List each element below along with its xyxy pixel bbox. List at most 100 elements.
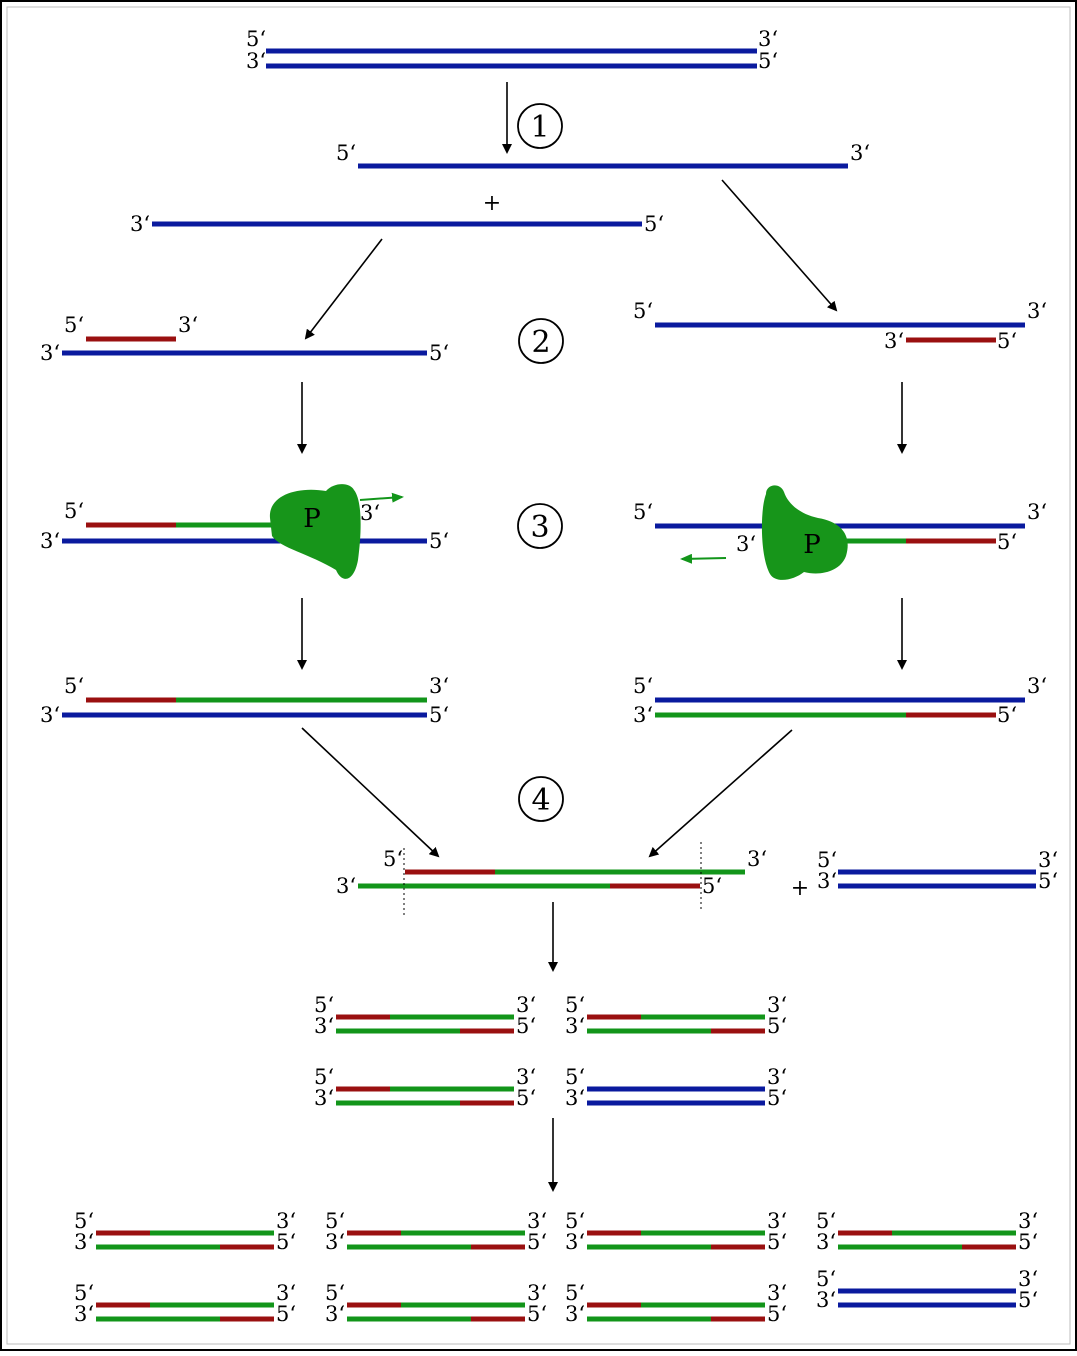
step-1-circle <box>517 103 563 149</box>
step-3-circle <box>517 503 563 549</box>
step4-top-5-label: 5‘ <box>383 847 403 871</box>
cycle3-original-top-5-label: 5‘ <box>816 1267 836 1291</box>
cycle3-product-1-top-3-label: 3‘ <box>276 1209 296 1233</box>
step-1-label: 1 <box>530 110 549 145</box>
cycle3-product-1-bottom-3-label: 3‘ <box>74 1230 94 1254</box>
cycle2-original-bottom-3-label: 3‘ <box>565 1086 585 1110</box>
cycle3-product-7-top-5-label: 5‘ <box>816 1209 836 1233</box>
plus-sign: + <box>483 191 501 216</box>
cycle2-product-1-bottom-5-label: 5‘ <box>516 1014 536 1038</box>
cycle3-original-top-3-label: 3‘ <box>1018 1267 1038 1291</box>
cycle3-product-1-top-5-label: 5‘ <box>74 1209 94 1233</box>
cycle2-product-3-bottom-5-label: 5‘ <box>516 1086 536 1110</box>
step2-left-template-5-label: 5‘ <box>429 341 449 365</box>
arrow-diagonal-icon <box>648 729 793 858</box>
step4-original-bottom-3-label: 3‘ <box>817 869 837 893</box>
step4-original-top-5-label: 5‘ <box>817 848 837 872</box>
step3-right-new-3-label: 3‘ <box>736 532 756 556</box>
cycle2-product-1-top-5-label: 5‘ <box>314 993 334 1017</box>
cycle3-product-5-top-3-label: 3‘ <box>767 1209 787 1233</box>
cycle2-original-top-3-label: 3‘ <box>767 1065 787 1089</box>
cycle3-product-7-bottom-5-label: 5‘ <box>1018 1230 1038 1254</box>
step2-right-template-5-label: 5‘ <box>633 299 653 323</box>
step4-bottom-3-label: 3‘ <box>336 874 356 898</box>
step-3-label: 3 <box>530 510 549 545</box>
cycle3-product-4-bottom-5-label: 5‘ <box>527 1302 547 1326</box>
cycle3-product-5-top-5-label: 5‘ <box>565 1209 585 1233</box>
polymerase-right-label: P <box>803 530 821 560</box>
extended-right-template-3-label: 3‘ <box>1027 674 1047 698</box>
arrow-diagonal-icon <box>304 238 383 340</box>
separated-top-5-label: 5‘ <box>336 141 356 165</box>
cycle3-product-1-bottom-5-label: 5‘ <box>276 1230 296 1254</box>
primer-right-3-label: 3‘ <box>884 329 904 353</box>
primer-left-5-label: 5‘ <box>64 313 84 337</box>
cycle3-product-7-top-3-label: 3‘ <box>1018 1209 1038 1233</box>
polymerase-left-label: P <box>303 504 321 534</box>
cycle2-product-3-bottom-3-label: 3‘ <box>314 1086 334 1110</box>
template-bottom-3-label: 3‘ <box>246 49 266 73</box>
cycle3-product-2-bottom-5-label: 5‘ <box>276 1302 296 1326</box>
polymerase-icon <box>269 484 361 579</box>
arrow-diagonal-icon <box>301 727 440 858</box>
extended-left-3-label: 3‘ <box>429 674 449 698</box>
step-4-circle <box>518 776 564 822</box>
step-2-circle <box>518 318 564 364</box>
cycle3-product-3-bottom-5-label: 5‘ <box>527 1230 547 1254</box>
cycle3-product-4-bottom-3-label: 3‘ <box>325 1302 345 1326</box>
cycle3-product-2-top-5-label: 5‘ <box>74 1281 94 1305</box>
cycle2-product-1-top-3-label: 3‘ <box>516 993 536 1017</box>
extended-left-template-5-label: 5‘ <box>429 703 449 727</box>
cycle3-product-4-top-3-label: 3‘ <box>527 1281 547 1305</box>
cycle3-product-7-bottom-3-label: 3‘ <box>816 1230 836 1254</box>
cycle2-product-3-top-5-label: 5‘ <box>314 1065 334 1089</box>
cycle3-product-6-bottom-3-label: 3‘ <box>565 1302 585 1326</box>
template-top-3-label: 3‘ <box>758 27 778 51</box>
cycle3-product-2-bottom-3-label: 3‘ <box>74 1302 94 1326</box>
cycle2-product-2-bottom-5-label: 5‘ <box>767 1014 787 1038</box>
template-top-5-label: 5‘ <box>246 27 266 51</box>
cycle2-product-3-top-3-label: 3‘ <box>516 1065 536 1089</box>
step3-right-template-3-label: 3‘ <box>1027 500 1047 524</box>
arrow-diagonal-icon <box>721 179 838 312</box>
cycle2-product-2-top-5-label: 5‘ <box>565 993 585 1017</box>
cycle3-product-4-top-5-label: 5‘ <box>325 1281 345 1305</box>
plus-sign: + <box>791 876 809 901</box>
cycle2-original-bottom-5-label: 5‘ <box>767 1086 787 1110</box>
primer-right-5-label: 5‘ <box>997 329 1017 353</box>
extended-right-new-3-label: 3‘ <box>633 703 653 727</box>
step4-bottom-5-label: 5‘ <box>702 874 722 898</box>
cycle2-product-2-top-3-label: 3‘ <box>767 993 787 1017</box>
cycle3-product-5-bottom-3-label: 3‘ <box>565 1230 585 1254</box>
step-4-label: 4 <box>531 783 550 818</box>
extension-direction-arrow-icon <box>680 553 727 564</box>
step3-left-5-label: 5‘ <box>64 499 84 523</box>
cycle3-product-3-top-3-label: 3‘ <box>527 1209 547 1233</box>
extended-left-template-3-label: 3‘ <box>40 703 60 727</box>
cycle3-original-bottom-5-label: 5‘ <box>1018 1288 1038 1312</box>
cycle3-product-6-top-5-label: 5‘ <box>565 1281 585 1305</box>
extension-direction-arrow-icon <box>359 492 404 503</box>
step2-left-template-3-label: 3‘ <box>40 341 60 365</box>
separated-bottom-3-label: 3‘ <box>130 212 150 236</box>
separated-top-3-label: 3‘ <box>850 141 870 165</box>
step4-original-bottom-5-label: 5‘ <box>1038 869 1058 893</box>
template-bottom-5-label: 5‘ <box>758 49 778 73</box>
step2-right-template-3-label: 3‘ <box>1027 299 1047 323</box>
step3-left-template-5-label: 5‘ <box>429 529 449 553</box>
cycle2-original-top-5-label: 5‘ <box>565 1065 585 1089</box>
separated-bottom-5-label: 5‘ <box>644 212 664 236</box>
cycle3-product-5-bottom-5-label: 5‘ <box>767 1230 787 1254</box>
cycle3-product-3-top-5-label: 5‘ <box>325 1209 345 1233</box>
extended-right-primer-5-label: 5‘ <box>997 703 1017 727</box>
cycle3-product-3-bottom-3-label: 3‘ <box>325 1230 345 1254</box>
frame-inner-border <box>6 6 1071 1345</box>
cycle2-product-2-bottom-3-label: 3‘ <box>565 1014 585 1038</box>
step3-left-new-3-label: 3‘ <box>360 501 380 525</box>
polymerase-icon <box>761 485 848 580</box>
cycle3-product-2-top-3-label: 3‘ <box>276 1281 296 1305</box>
cycle3-product-6-top-3-label: 3‘ <box>767 1281 787 1305</box>
